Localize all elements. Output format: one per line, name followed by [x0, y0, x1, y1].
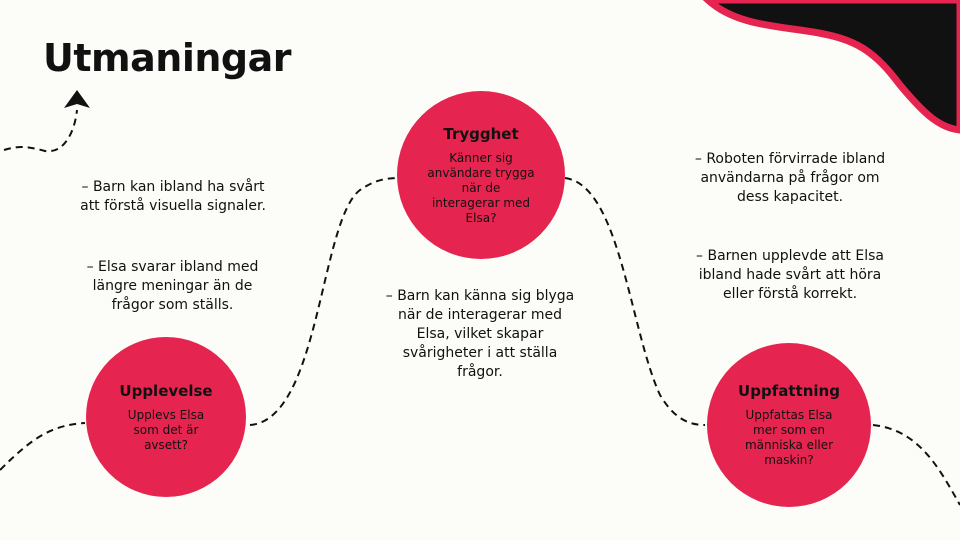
circle-uppfattning: Uppfattning Uppfattas Elsa mer som en mä…	[707, 343, 871, 507]
circle-upplevelse: Upplevelse Upplevs Elsa som det är avset…	[86, 337, 246, 497]
page-title: Utmaningar	[43, 36, 291, 80]
circle-question: Upplevs Elsa som det är avsett?	[127, 407, 205, 452]
dashed-path-arrow	[3, 109, 78, 153]
note-middle: – Barn kan känna sig blyga när de intera…	[385, 288, 575, 380]
note-right-2: – Barnen upplevde att Elsa ibland hade s…	[696, 248, 884, 302]
dashed-path	[0, 177, 960, 506]
paper-plane-icon	[64, 90, 90, 108]
circle-trygghet: Trygghet Känner sig användare trygga när…	[397, 91, 565, 259]
circle-question: Uppfattas Elsa mer som en människa eller…	[744, 408, 834, 467]
circle-title: Uppfattning	[738, 382, 840, 400]
note-left-2: – Elsa svarar ibland med längre meningar…	[86, 259, 259, 313]
note-left-1: – Barn kan ibland ha svårt att förstå vi…	[80, 179, 266, 214]
circle-title: Upplevelse	[119, 381, 213, 400]
circle-question: Känner sig användare trygga när de inter…	[427, 150, 535, 225]
note-right-1: – Roboten förvirrade ibland användarna p…	[694, 151, 886, 205]
corner-blob	[702, 0, 960, 134]
circle-title: Trygghet	[443, 124, 519, 143]
